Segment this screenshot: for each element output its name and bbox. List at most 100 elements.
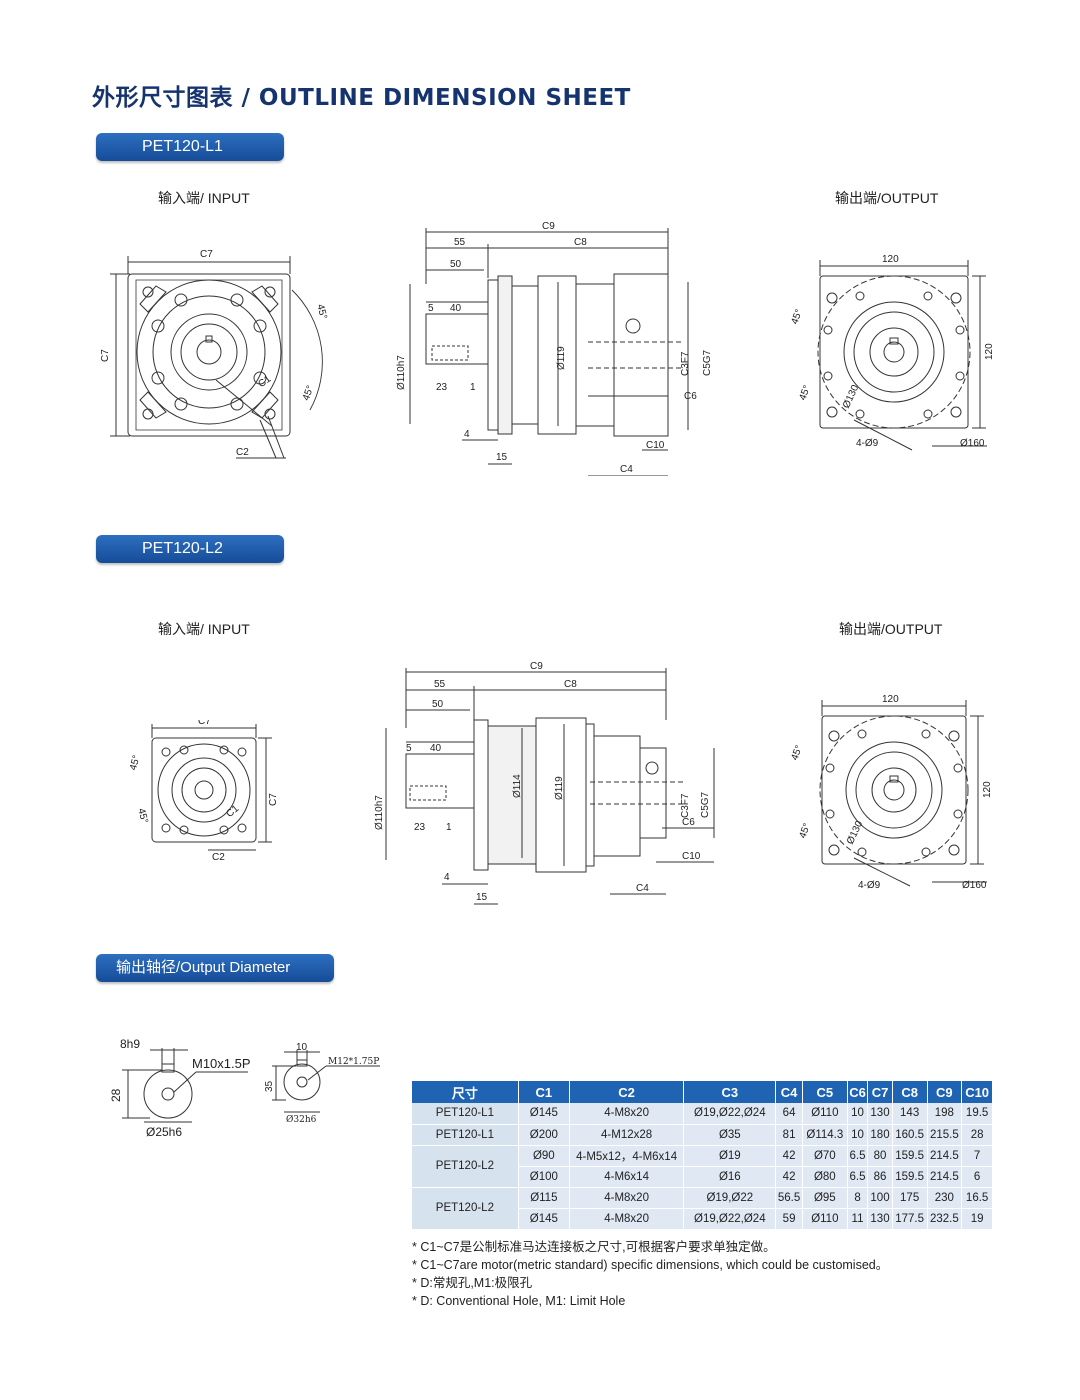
table-cell: 86: [867, 1166, 893, 1188]
l1-in-angle-b: 45°: [301, 384, 317, 402]
table-cell: 180: [867, 1124, 893, 1146]
table-cell: 7: [961, 1145, 993, 1167]
l2-side-15: 15: [476, 892, 488, 903]
table-cell: Ø114.3: [802, 1124, 848, 1146]
section-label-output-diameter: 输出轴径/Output Diameter: [96, 954, 334, 982]
table-cell: 4-M12x28: [569, 1124, 685, 1146]
table-cell: Ø35: [683, 1124, 777, 1146]
shaft2-dia: Ø32h6: [286, 1114, 317, 1125]
table-row: PET120-L1 Ø200 4-M12x28 Ø35 81 Ø114.3 10…: [412, 1124, 993, 1146]
table-cell-model: PET120-L1: [412, 1103, 519, 1125]
l2-side-1: 1: [446, 822, 452, 833]
l2-in-c2: C2: [212, 852, 225, 863]
l2-side-40: 40: [430, 743, 442, 754]
table-cell: Ø80: [802, 1166, 848, 1188]
table-cell-model: PET120-L2: [412, 1145, 519, 1188]
table-row: PET120-L2 Ø90 4-M5x12，4-M6x14 Ø19 42 Ø70…: [412, 1145, 993, 1188]
l1-side-1: 1: [470, 382, 476, 393]
table-header: C2: [569, 1081, 685, 1103]
l1-out-d130: Ø130: [841, 383, 861, 410]
l2-side-c4: C4: [636, 883, 649, 894]
table-cell: Ø115: [518, 1187, 570, 1209]
l1-side-c10: C10: [646, 440, 665, 451]
table-header: C9: [927, 1081, 963, 1103]
l1-side-5: 5: [428, 303, 434, 314]
table-cell: 16.5: [961, 1187, 993, 1209]
output-shaft-drawing-small: 8h9 28 M10x1.5P Ø25h6: [108, 1034, 258, 1144]
table-cell: 4-M8x20: [569, 1187, 685, 1209]
table-header: C1: [518, 1081, 570, 1103]
l2-out-120-top: 120: [882, 694, 899, 705]
l1-input-flange-drawing: C7 C7 C1 C2 45° 45°: [96, 240, 346, 465]
table-cell: 130: [867, 1208, 893, 1230]
table-header-row: 尺寸 C1 C2 C3 C4 C5 C6 C7 C8 C9 C10: [412, 1081, 993, 1103]
table-cell: Ø110: [802, 1208, 848, 1230]
table-cell: 6: [961, 1166, 993, 1188]
table-cell: 81: [775, 1124, 803, 1146]
shaft2-height: 35: [264, 1080, 275, 1092]
table-row: PET120-L1 Ø145 4-M8x20 Ø19,Ø22,Ø24 64 Ø1…: [412, 1103, 993, 1125]
table-header: C7: [867, 1081, 893, 1103]
table-header: C6: [847, 1081, 869, 1103]
l1-side-c4: C4: [620, 464, 633, 475]
table-cell-model: PET120-L2: [412, 1187, 519, 1230]
table-cell: Ø100: [518, 1166, 570, 1188]
l1-side-view-drawing: C9 55 C8 50 5 40 23 1 4 15 Ø110h7 Ø119 C…: [392, 218, 732, 476]
section-label-pet120-l2: PET120-L2: [96, 535, 284, 563]
l2-side-c9: C9: [530, 661, 543, 672]
table-cell: Ø19,Ø22: [683, 1187, 777, 1209]
l1-side-c6: C6: [684, 391, 697, 402]
l2-output-label: 输出端/OUTPUT: [839, 621, 943, 637]
table-cell: 42: [775, 1166, 803, 1188]
footnotes: * C1~C7是公制标准马达连接板之尺寸,可根据客户要求单独定做。 * C1~C…: [412, 1238, 888, 1310]
table-cell: 10: [847, 1103, 869, 1125]
l2-input-flange-drawing: C7 C7 C2 C1 45° 45°: [126, 720, 286, 865]
l1-side-23: 23: [436, 382, 448, 393]
l2-side-d110: Ø110h7: [374, 795, 385, 830]
l2-side-c5: C5G7: [700, 791, 711, 818]
table-cell: 215.5: [927, 1124, 963, 1146]
table-header: C10: [961, 1081, 993, 1103]
table-cell: 4-M5x12，4-M6x14: [569, 1145, 685, 1167]
table-cell: 175: [892, 1187, 928, 1209]
l1-out-d160: Ø160: [960, 438, 985, 449]
table-cell: Ø145: [518, 1208, 570, 1230]
l1-side-50: 50: [450, 259, 462, 270]
table-header: C3: [683, 1081, 777, 1103]
l1-out-120-top: 120: [882, 254, 899, 265]
l1-side-55: 55: [454, 237, 466, 248]
shaft1-dia: Ø25h6: [146, 1125, 182, 1139]
table-cell: 6.5: [847, 1166, 869, 1188]
table-cell: 232.5: [927, 1208, 963, 1230]
l2-side-c10: C10: [682, 851, 701, 862]
l2-side-d114: Ø114: [512, 774, 523, 798]
table-header: C4: [775, 1081, 803, 1103]
table-cell: Ø200: [518, 1124, 570, 1146]
l2-out-d130: Ø130: [845, 819, 865, 846]
l1-side-d119: Ø119: [556, 346, 567, 370]
l1-in-angle-a: 45°: [314, 303, 329, 320]
table-cell: 143: [892, 1103, 928, 1125]
l2-out-120-side: 120: [982, 781, 993, 798]
footnote: * D: Conventional Hole, M1: Limit Hole: [412, 1294, 626, 1308]
l1-side-c5: C5G7: [702, 349, 713, 376]
table-cell: 159.5: [892, 1166, 928, 1188]
table-cell: Ø95: [802, 1187, 848, 1209]
output-shaft-drawing-large: 10 35 M12*1.75P Ø32h6: [256, 1040, 396, 1130]
l1-side-4: 4: [464, 429, 470, 440]
l2-side-50: 50: [432, 699, 444, 710]
table-row: Ø100 4-M6x14 Ø16 42 Ø80 6.5 86 159.5 214…: [412, 1166, 993, 1188]
table-cell: 214.5: [927, 1166, 963, 1188]
table-cell: Ø19,Ø22,Ø24: [683, 1103, 777, 1125]
table-cell: Ø19: [683, 1145, 777, 1167]
l1-out-120-side: 120: [984, 343, 995, 360]
table-header: C5: [802, 1081, 848, 1103]
table-cell: Ø145: [518, 1103, 570, 1125]
l1-output-flange-drawing: 120 120 4-Ø9 Ø160 Ø130 45° 45°: [782, 250, 1002, 460]
l1-in-c7-top: C7: [200, 249, 213, 260]
table-cell-model: PET120-L1: [412, 1124, 519, 1146]
table-cell: 160.5: [892, 1124, 928, 1146]
table-cell: Ø110: [802, 1103, 848, 1125]
l2-output-flange-drawing: 120 120 4-Ø9 Ø160 Ø130 45° 45°: [782, 690, 1002, 895]
l2-side-4: 4: [444, 872, 450, 883]
